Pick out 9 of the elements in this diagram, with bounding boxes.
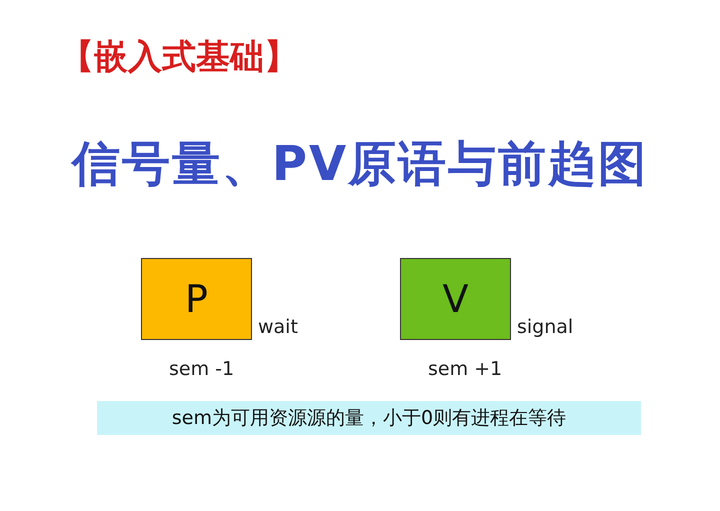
- side-caption: sem -1: [169, 358, 234, 380]
- operation-box: V: [400, 258, 511, 340]
- side-caption: signal: [517, 316, 574, 338]
- side-caption: sem +1: [428, 358, 502, 380]
- note-band: sem为可用资源源的量，小于0则有进程在等待: [97, 401, 641, 435]
- heading-text: 【嵌入式基础】: [60, 36, 298, 79]
- title-text: 信号量、PV原语与前趋图: [70, 135, 650, 194]
- operation-box: P: [141, 258, 252, 340]
- side-caption: wait: [258, 316, 298, 338]
